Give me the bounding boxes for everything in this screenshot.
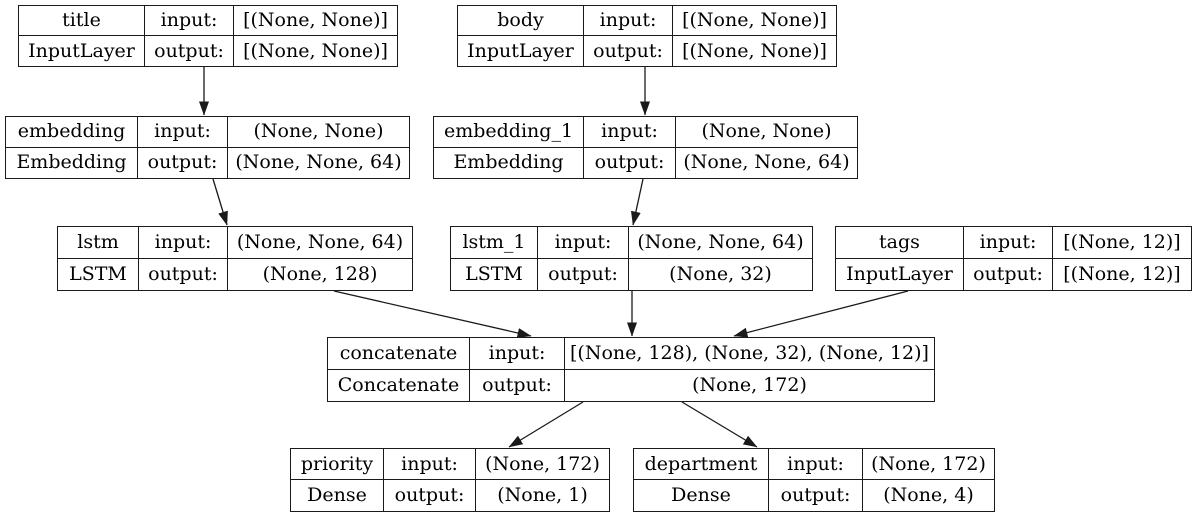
input-label: input: xyxy=(538,227,629,259)
layer-name: embedding_1 xyxy=(434,117,584,148)
input-shape: (None, 172) xyxy=(863,449,994,480)
output-shape: [(None, None)] xyxy=(243,39,388,62)
layer-node-concatenate: concatenate input: [(None, 128), (None, … xyxy=(327,337,935,402)
output-label: output: xyxy=(769,480,863,511)
layer-name: concatenate xyxy=(328,338,470,370)
input-shape: (None, None, 64) xyxy=(228,227,412,259)
input-label: input: xyxy=(138,117,228,148)
output-label: output: xyxy=(964,258,1053,290)
layer-node-body: body input: [(None, None)] InputLayer ou… xyxy=(457,5,837,67)
layer-node-lstm: lstm input: (None, None, 64) LSTM output… xyxy=(57,226,413,291)
layer-class: LSTM xyxy=(451,258,538,290)
layer-name: body xyxy=(458,6,584,36)
input-shape: [(None, None)] xyxy=(673,6,836,36)
layer-class: Embedding xyxy=(434,147,584,178)
edge-arrow-concatenate-to-department xyxy=(681,401,758,448)
output-shape: (None, None, 64) xyxy=(235,151,402,174)
input-shape: (None, None, 64) xyxy=(629,227,812,259)
layer-name: priority xyxy=(291,449,384,480)
edge-arrow-embedding-to-lstm xyxy=(212,178,228,226)
input-label: input: xyxy=(384,449,476,480)
layer-name: lstm_1 xyxy=(451,227,538,259)
input-shape: (None, None) xyxy=(676,117,857,148)
layer-name: tags xyxy=(836,227,964,259)
input-shape: (None, None) xyxy=(228,117,409,148)
layer-node-embedding-1: embedding_1 input: (None, None) Embeddin… xyxy=(433,116,858,179)
layer-class: InputLayer xyxy=(458,36,584,66)
input-shape: [(None, 12)] xyxy=(1053,227,1191,259)
layer-name: title xyxy=(19,6,145,36)
layer-node-title: title input: [(None, None)] InputLayer o… xyxy=(18,5,398,67)
output-shape: [(None, 12)] xyxy=(1063,262,1181,285)
layer-class: Embedding xyxy=(6,147,138,178)
output-label: output: xyxy=(584,36,673,66)
layer-class: Concatenate xyxy=(328,369,470,401)
layer-node-priority: priority input: (None, 172) Dense output… xyxy=(290,448,610,512)
layer-node-tags: tags input: [(None, 12)] InputLayer outp… xyxy=(835,226,1192,291)
input-label: input: xyxy=(584,6,673,36)
layer-class: Dense xyxy=(634,480,769,511)
edge-arrow-tags-to-concatenate xyxy=(733,290,909,338)
output-shape: (None, None, 64) xyxy=(683,151,850,174)
edge-arrow-embedding_1-to-lstm_1 xyxy=(630,178,644,226)
input-label: input: xyxy=(584,117,676,148)
output-shape: (None, 32) xyxy=(669,262,772,285)
output-shape: (None, 4) xyxy=(883,484,974,506)
output-label: output: xyxy=(584,147,676,178)
layer-class: InputLayer xyxy=(836,258,964,290)
output-label: output: xyxy=(538,258,629,290)
input-label: input: xyxy=(964,227,1053,259)
input-shape: [(None, 128), (None, 32), (None, 12)] xyxy=(565,338,934,370)
layer-node-lstm-1: lstm_1 input: (None, None, 64) LSTM outp… xyxy=(450,226,813,291)
layer-class: LSTM xyxy=(58,258,139,290)
output-label: output: xyxy=(145,36,234,66)
layer-node-embedding: embedding input: (None, None) Embedding … xyxy=(5,116,410,179)
input-shape: [(None, None)] xyxy=(234,6,397,36)
input-shape: (None, 172) xyxy=(476,449,609,480)
output-label: output: xyxy=(139,258,228,290)
layer-name: lstm xyxy=(58,227,139,259)
input-label: input: xyxy=(145,6,234,36)
output-label: output: xyxy=(384,480,476,511)
layer-name: department xyxy=(634,449,769,480)
edge-arrow-lstm-to-concatenate xyxy=(333,290,532,338)
edge-arrow-concatenate-to-priority xyxy=(508,401,584,448)
layer-node-department: department input: (None, 172) Dense outp… xyxy=(633,448,995,512)
output-shape: (None, 128) xyxy=(262,262,378,285)
output-shape: [(None, None)] xyxy=(682,39,827,62)
layer-name: embedding xyxy=(6,117,138,148)
input-label: input: xyxy=(470,338,565,370)
output-shape: (None, 172) xyxy=(692,373,807,396)
output-label: output: xyxy=(138,147,228,178)
input-label: input: xyxy=(139,227,228,259)
layer-class: Dense xyxy=(291,480,384,511)
layer-class: InputLayer xyxy=(19,36,145,66)
input-label: input: xyxy=(769,449,863,480)
output-label: output: xyxy=(470,369,565,401)
output-shape: (None, 1) xyxy=(497,484,588,506)
